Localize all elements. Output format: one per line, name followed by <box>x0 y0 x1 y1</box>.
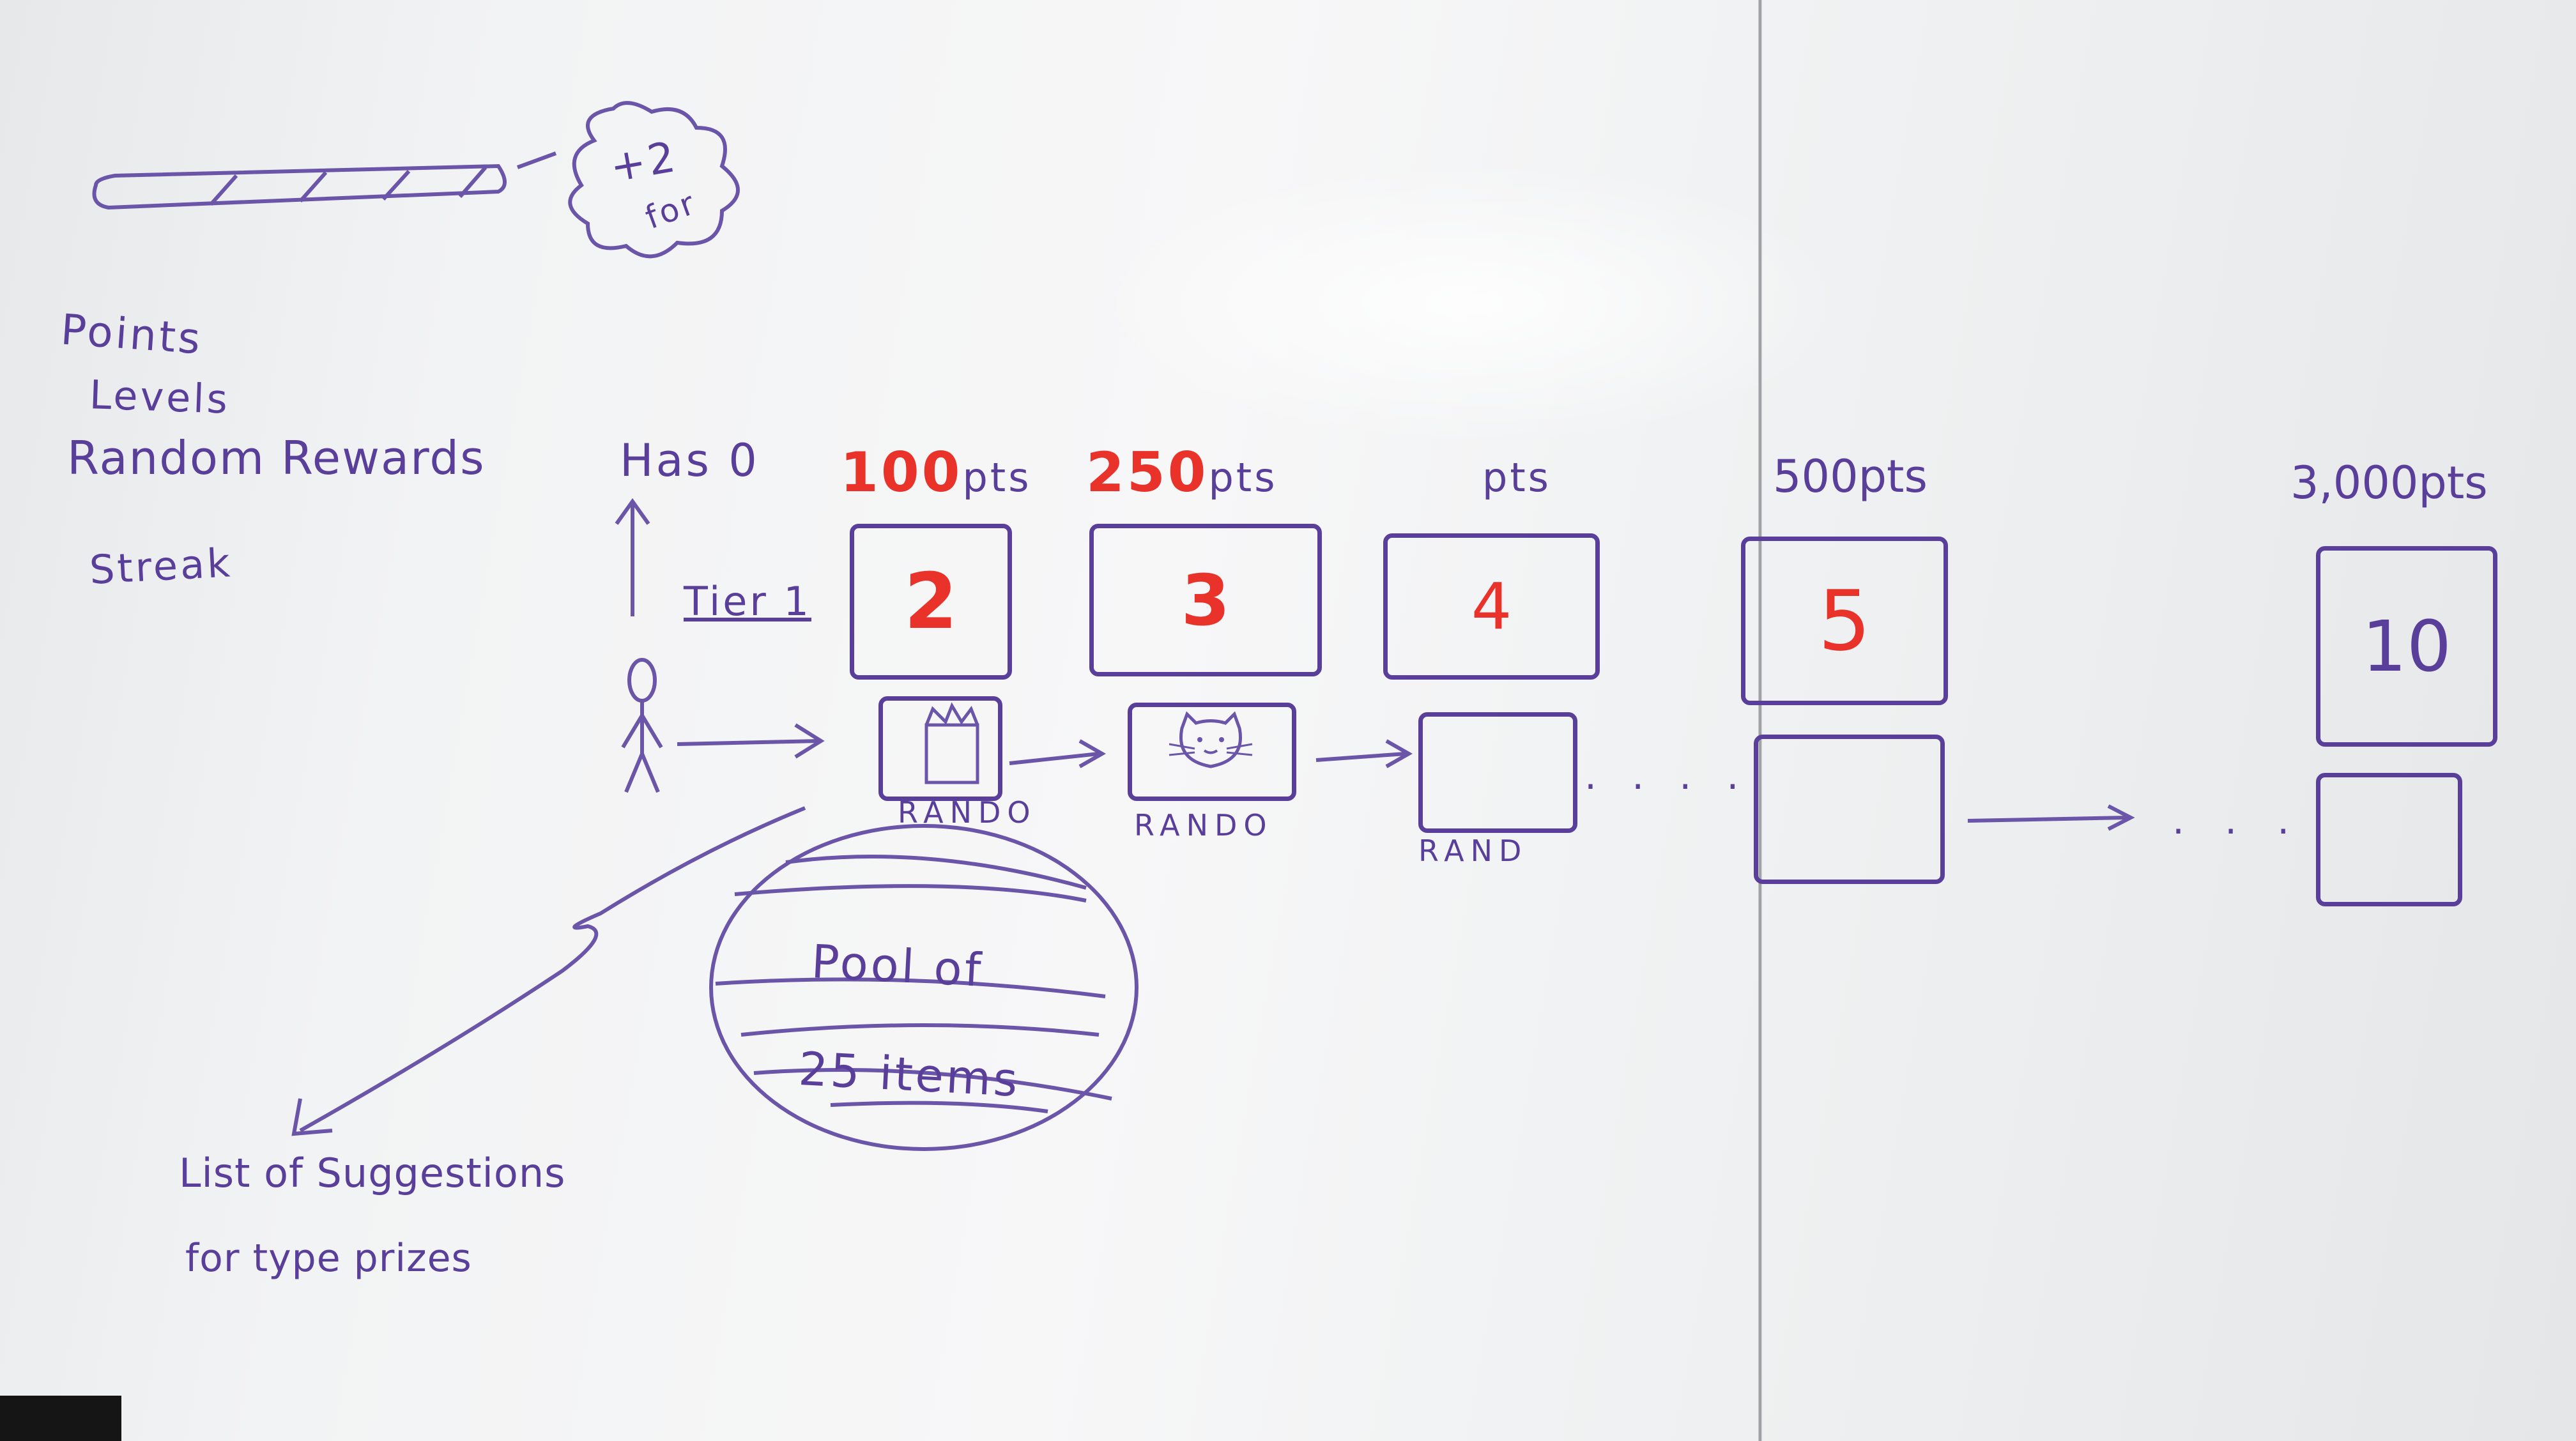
reward-box-2 <box>878 696 1002 801</box>
progress-bar-tick <box>381 169 411 201</box>
level-number-3: 3 <box>1181 559 1230 641</box>
reward-box-3 <box>1128 703 1296 801</box>
whiteboard-seam <box>1758 0 1762 1441</box>
tier-3-points-value: 250 <box>1086 441 1209 505</box>
person-head <box>627 658 657 703</box>
crown-icon <box>924 702 979 784</box>
level-box-5: 5 <box>1741 537 1948 705</box>
reward-label-4: RAND <box>1418 834 1528 868</box>
pool-label-line1: Pool of <box>809 934 985 997</box>
arrow-tier3-to-4 <box>1315 752 1406 762</box>
level-number-4: 4 <box>1471 569 1512 644</box>
tier-10-points: 3,000pts <box>2290 457 2488 509</box>
progress-bar-outline <box>92 164 507 210</box>
has-points-label: Has 0 <box>620 434 760 487</box>
ellipsis-1: . . . . <box>1584 754 1751 798</box>
ellipsis-2: . . . <box>2172 798 2304 843</box>
concept-streak: Streak <box>88 539 234 593</box>
level-number-2: 2 <box>904 557 958 646</box>
suggestions-line1: List of Suggestions <box>179 1150 566 1196</box>
tier-label: Tier 1 <box>684 578 811 625</box>
concept-points: Points <box>59 305 204 364</box>
reward-label-3: RANDO <box>1134 808 1273 842</box>
concept-levels: Levels <box>88 371 231 423</box>
reward-box-5 <box>1754 735 1945 884</box>
suggestions-line2: for type prizes <box>185 1236 472 1281</box>
tier-3-points-unit: pts <box>1208 454 1278 501</box>
level-number-5: 5 <box>1818 572 1871 669</box>
badge-outline <box>568 101 740 259</box>
tier-2-points-unit: pts <box>962 454 1032 501</box>
level-number-10: 10 <box>2362 606 2451 687</box>
tier-3-points: 250pts <box>1086 441 1278 505</box>
level-box-10: 10 <box>2316 546 2497 747</box>
level-box-3: 3 <box>1089 524 1322 676</box>
concept-random-rewards: Random Rewards <box>67 431 486 485</box>
progress-bar-tick <box>458 166 487 198</box>
tier-2-points: 100pts <box>840 441 1032 505</box>
progress-bar-tick <box>209 174 238 206</box>
arrow-tier5-to-10 <box>1967 816 2128 823</box>
progress-bar-tick <box>298 171 328 202</box>
tier-4-points: pts <box>1482 441 1551 505</box>
tier-4-points-unit: pts <box>1482 454 1551 501</box>
arrow-to-tier1 <box>677 739 818 746</box>
tier-2-points-value: 100 <box>840 441 963 505</box>
dark-corner <box>0 1396 121 1441</box>
arrow-tier2-to-3 <box>1009 752 1100 765</box>
level-box-4: 4 <box>1383 533 1600 680</box>
reward-box-4 <box>1418 712 1577 833</box>
level-box-2: 2 <box>850 524 1012 680</box>
tier-5-points: 500pts <box>1773 450 1928 503</box>
light-glare <box>1086 160 1853 447</box>
arrow-to-suggestions <box>299 806 806 1132</box>
cat-icon <box>1169 711 1253 768</box>
progress-bar-connector <box>516 151 557 169</box>
prize-pool-circle <box>709 824 1138 1151</box>
reward-box-10 <box>2316 773 2462 906</box>
